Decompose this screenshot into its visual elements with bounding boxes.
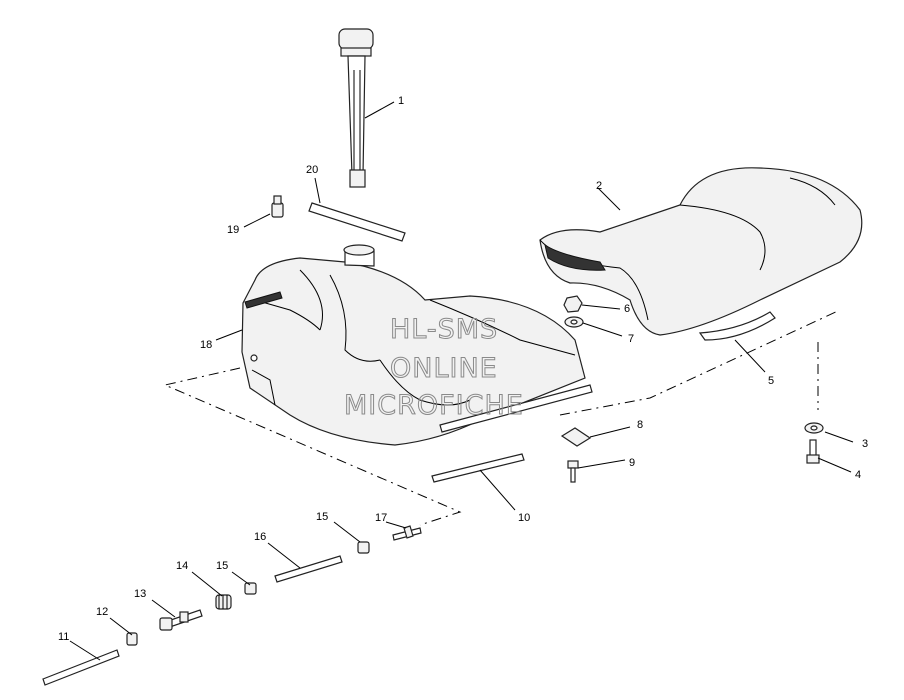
part-19-cap — [271, 195, 284, 218]
part-4-bolt — [806, 439, 820, 464]
callout-18: 18 — [200, 339, 212, 351]
part-16-tube — [274, 555, 343, 583]
part-2-seat — [539, 167, 863, 341]
part-17-fitting — [392, 525, 422, 541]
part-10-strip — [431, 453, 525, 483]
part-14-clamp — [215, 594, 232, 610]
part-8-plate — [560, 427, 592, 447]
part-7-washer — [564, 316, 584, 328]
part-13-fitting — [159, 609, 203, 631]
watermark-line-3: MICROFICHE — [344, 390, 524, 421]
callout-13: 13 — [134, 588, 146, 600]
watermark-line-2: ONLINE — [390, 353, 498, 384]
callout-9: 9 — [629, 457, 635, 469]
callout-12: 12 — [96, 606, 108, 618]
callout-1: 1 — [398, 95, 404, 107]
callout-7: 7 — [628, 333, 634, 345]
callout-15-lower: 15 — [216, 560, 228, 572]
callout-15-upper: 15 — [316, 511, 328, 523]
callout-8: 8 — [637, 419, 643, 431]
callout-10: 10 — [518, 512, 530, 524]
part-9-bolt — [567, 460, 579, 483]
assembly-guide-lines — [163, 309, 841, 526]
part-20-vent-tube — [308, 202, 406, 242]
watermark-line-1: HL-SMS — [390, 314, 498, 345]
callout-17: 17 — [375, 512, 387, 524]
callout-3: 3 — [862, 438, 868, 450]
part-15-sleeve-upper — [357, 541, 370, 554]
part-11-tube — [42, 649, 120, 686]
part-12-sleeve — [126, 632, 138, 646]
leader-lines — [69, 101, 854, 661]
callout-16: 16 — [254, 531, 266, 543]
callout-14: 14 — [176, 560, 188, 572]
part-1-fuel-sender — [338, 28, 374, 188]
part-15-sleeve-lower — [244, 582, 257, 595]
part-3-washer — [804, 422, 824, 434]
callout-6: 6 — [624, 303, 630, 315]
callout-labels: 1 2 3 4 5 6 7 8 9 10 11 12 13 14 15 15 1… — [58, 95, 868, 643]
watermark: HL-SMS ONLINE MICROFICHE — [344, 314, 524, 422]
part-6-nut — [563, 295, 583, 313]
part-18-fuel-tank — [241, 244, 593, 446]
callout-11: 11 — [58, 631, 69, 643]
callout-20: 20 — [306, 164, 318, 176]
callout-2: 2 — [596, 180, 602, 192]
callout-4: 4 — [855, 469, 861, 481]
callout-19: 19 — [227, 224, 239, 236]
callout-5: 5 — [768, 375, 774, 387]
